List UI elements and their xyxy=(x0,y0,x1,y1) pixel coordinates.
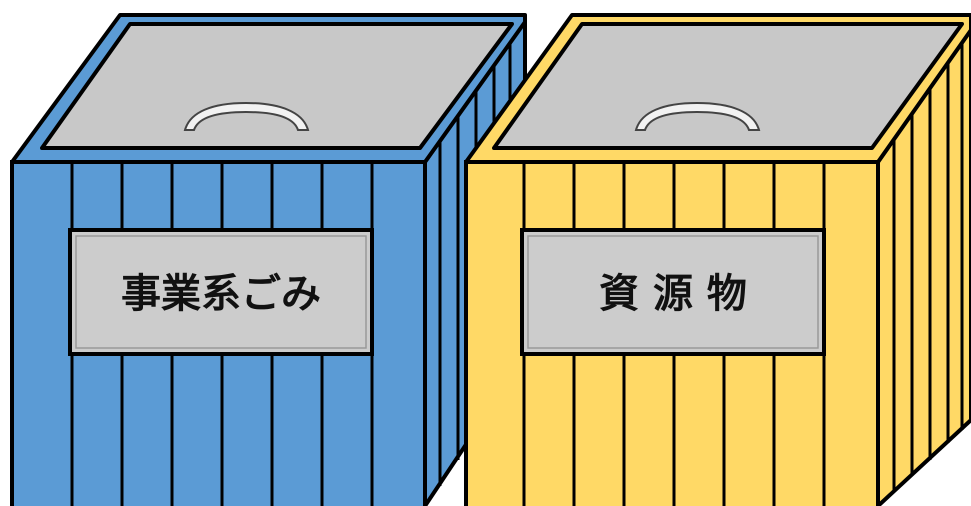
recyclables-bin-handle xyxy=(634,101,761,131)
business-waste-bin-label-plate xyxy=(68,228,374,356)
recyclables-bin: 資 源 物 xyxy=(464,13,971,506)
business-waste-bin-label: 事業系ごみ xyxy=(121,271,321,317)
recyclables-bin-lid xyxy=(492,22,964,150)
business-waste-bin-handle xyxy=(183,101,310,131)
business-waste-bin: 事業系ごみ xyxy=(10,13,527,506)
business-waste-bin-lid xyxy=(40,22,514,150)
recyclables-bin-side-ribs xyxy=(892,44,964,492)
recyclables-bin-label: 資 源 物 xyxy=(599,271,747,317)
recyclables-bin-label-plate xyxy=(520,228,826,356)
